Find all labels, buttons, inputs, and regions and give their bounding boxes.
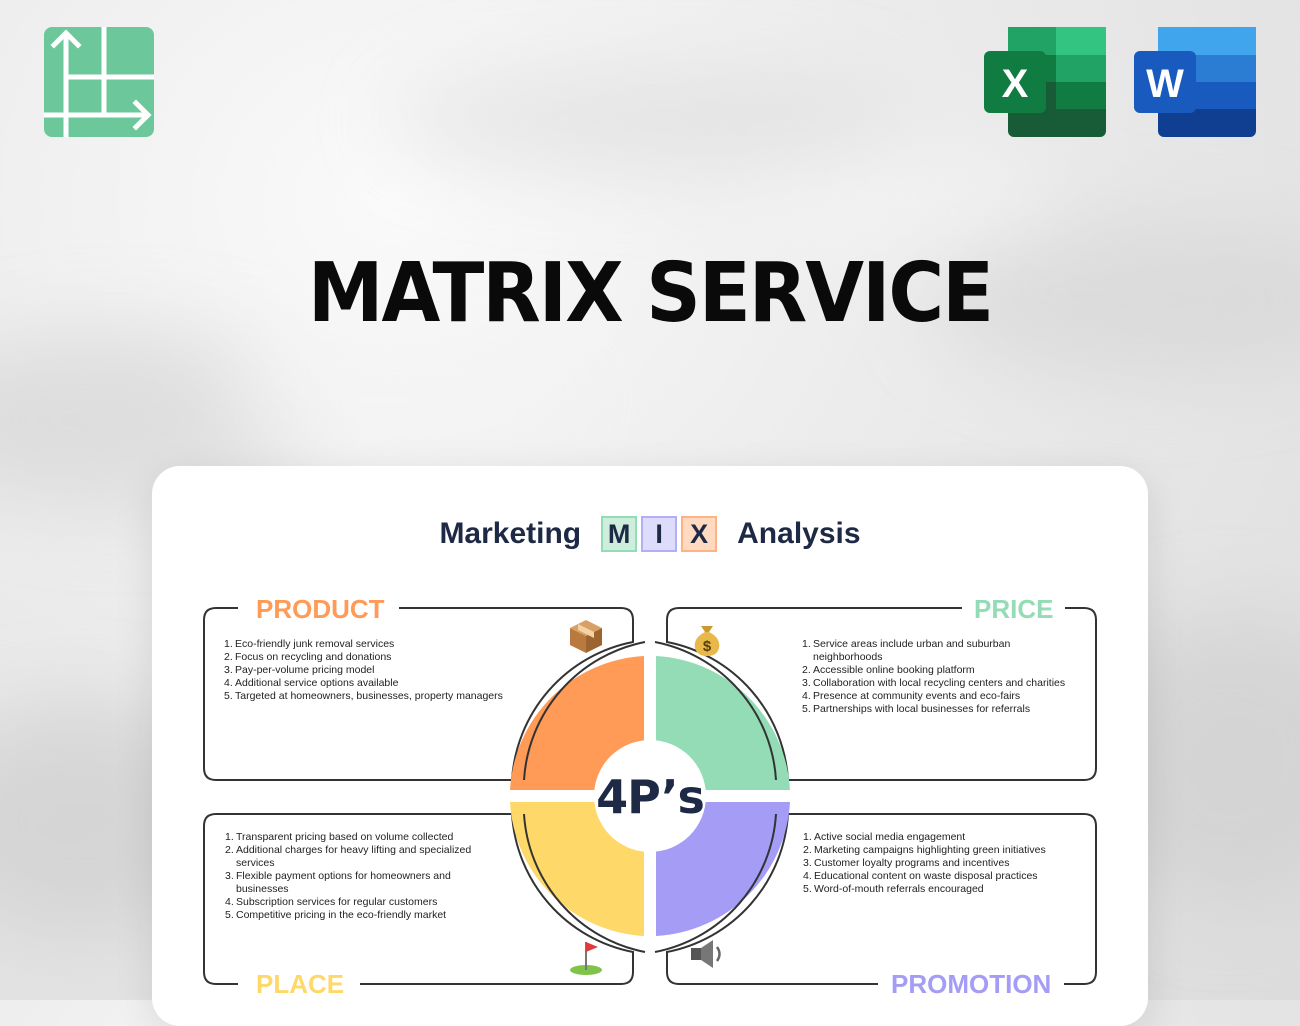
list-item: 3.Customer loyalty programs and incentiv…	[803, 857, 1010, 869]
list-item: 4.Presence at community events and eco-f…	[802, 690, 1021, 702]
place-label: PLACE	[244, 969, 357, 999]
marketing-mix-card: Marketing M I X Analysis	[152, 466, 1148, 1026]
price-label: PRICE	[962, 594, 1066, 624]
product-label: PRODUCT	[244, 594, 397, 624]
four-ps-diagram	[203, 607, 1097, 985]
golf-flag-icon	[570, 942, 602, 975]
list-item: 1.Transparent pricing based on volume co…	[225, 831, 454, 843]
card-title: Marketing M I X Analysis	[152, 514, 1148, 554]
background-texture	[0, 70, 1300, 940]
list-item: 5.Competitive pricing in the eco-friendl…	[225, 909, 447, 921]
list-item: 2.Additional charges for heavy lifting a…	[225, 844, 472, 869]
product-frame	[203, 607, 634, 781]
mix-letter-x: X	[681, 516, 718, 552]
product-list: 1.Eco-friendly junk removal services 2.F…	[224, 638, 524, 703]
list-item: 5.Word-of-mouth referrals encouraged	[803, 883, 984, 895]
title-analysis: Analysis	[737, 517, 861, 550]
mix-badge: M I X	[601, 516, 718, 552]
speaker-icon	[691, 940, 721, 968]
promotion-frame	[666, 813, 1097, 985]
list-item: 2.Accessible online booking platform	[802, 664, 975, 676]
list-item: 2.Focus on recycling and donations	[224, 651, 392, 663]
money-bag-icon: $	[694, 626, 720, 656]
excel-icon: X	[984, 27, 1106, 137]
mix-letter-m: M	[601, 516, 638, 552]
promotion-label: PROMOTION	[879, 969, 1064, 999]
list-item: 2.Marketing campaigns highlighting green…	[803, 844, 1046, 856]
list-item: 1.Active social media engagement	[803, 831, 966, 843]
center-label: 4P’s	[596, 770, 705, 824]
list-item: 3.Flexible payment options for homeowner…	[225, 870, 451, 895]
price-list: 1.Service areas include urban and suburb…	[802, 638, 1082, 716]
package-icon	[570, 620, 602, 653]
list-item: 1.Service areas include urban and suburb…	[802, 638, 1011, 663]
four-ps-wheel	[510, 656, 790, 936]
svg-text:$: $	[703, 638, 712, 655]
price-frame	[666, 607, 1097, 781]
title-marketing: Marketing	[439, 517, 582, 550]
page-headline: MATRIX SERVICE	[307, 244, 994, 341]
list-item: 1.Eco-friendly junk removal services	[224, 638, 395, 650]
list-item: 3.Pay-per-volume pricing model	[224, 664, 375, 676]
brand-logo-icon	[44, 27, 154, 137]
mix-letter-i: I	[641, 516, 678, 552]
place-frame	[203, 813, 634, 985]
place-list: 1.Transparent pricing based on volume co…	[225, 831, 485, 922]
excel-letter: X	[1002, 62, 1029, 106]
word-icon: W	[1134, 27, 1256, 137]
word-letter: W	[1146, 62, 1184, 106]
list-item: 5.Partnerships with local businesses for…	[802, 703, 1031, 715]
list-item: 4.Additional service options available	[224, 677, 399, 689]
list-item: 4.Educational content on waste disposal …	[803, 870, 1038, 882]
list-item: 5.Targeted at homeowners, businesses, pr…	[224, 690, 503, 702]
list-item: 4.Subscription services for regular cust…	[225, 896, 438, 908]
list-item: 3.Collaboration with local recycling cen…	[802, 677, 1066, 689]
promotion-list: 1.Active social media engagement 2.Marke…	[803, 831, 1083, 896]
